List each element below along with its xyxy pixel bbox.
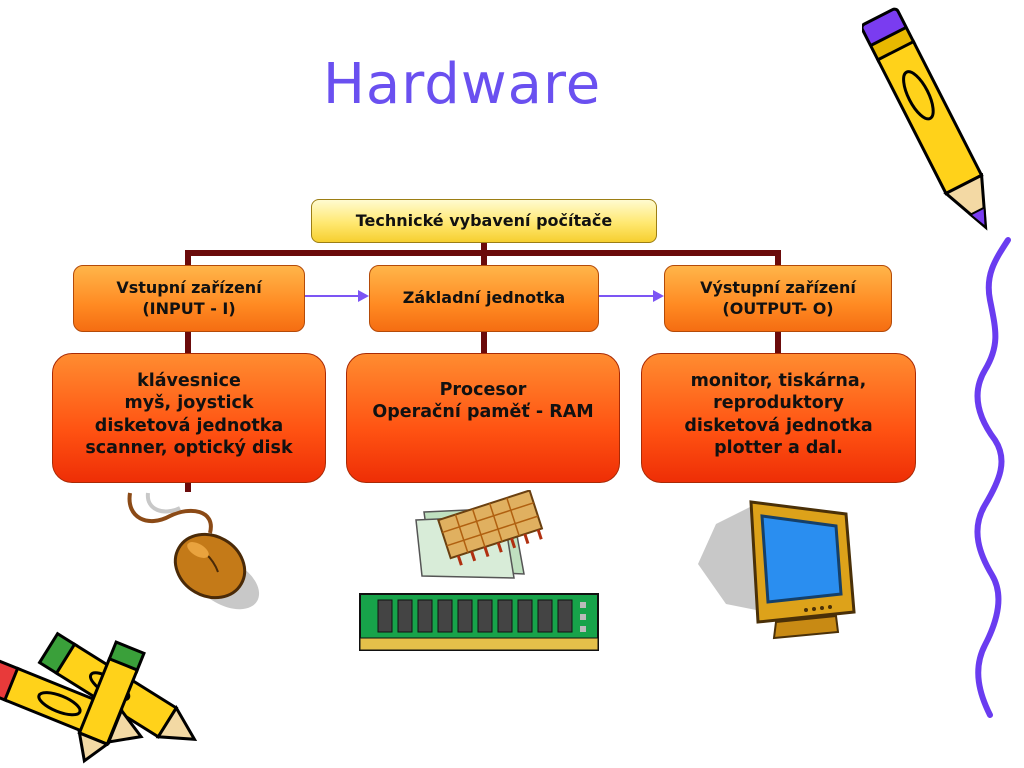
connector-input-down — [185, 482, 191, 492]
connector-root-stem — [481, 243, 487, 253]
connector-drop-core — [481, 250, 487, 266]
connector-output-items — [775, 331, 781, 355]
mouse-icon — [127, 492, 260, 610]
pencil-icon — [862, 7, 988, 231]
system-unit-list: Procesor Operační paměť - RAM — [346, 353, 620, 483]
connector-input-items — [185, 331, 191, 355]
connector-drop-input — [185, 250, 191, 266]
processor-chip-icon — [415, 490, 544, 579]
arrow-input-to-core — [305, 290, 369, 302]
output-devices-node: Výstupní zařízení (OUTPUT- O) — [664, 265, 892, 332]
connector-core-items — [481, 331, 487, 355]
root-node: Technické vybavení počítače — [311, 199, 657, 243]
system-unit-node: Základní jednotka — [369, 265, 599, 332]
connector-drop-output — [775, 250, 781, 266]
arrow-core-to-output — [599, 290, 664, 302]
page-title: Hardware — [322, 52, 602, 117]
input-devices-list: klávesnice myš, joystick disketová jedno… — [52, 353, 326, 483]
output-devices-list: monitor, tiskárna, reproduktory disketov… — [641, 353, 916, 483]
monitor-icon — [698, 500, 856, 640]
input-devices-node: Vstupní zařízení (INPUT - I) — [73, 265, 305, 332]
ram-module-icon — [359, 593, 599, 651]
crossed-pencils-icon — [0, 631, 198, 764]
